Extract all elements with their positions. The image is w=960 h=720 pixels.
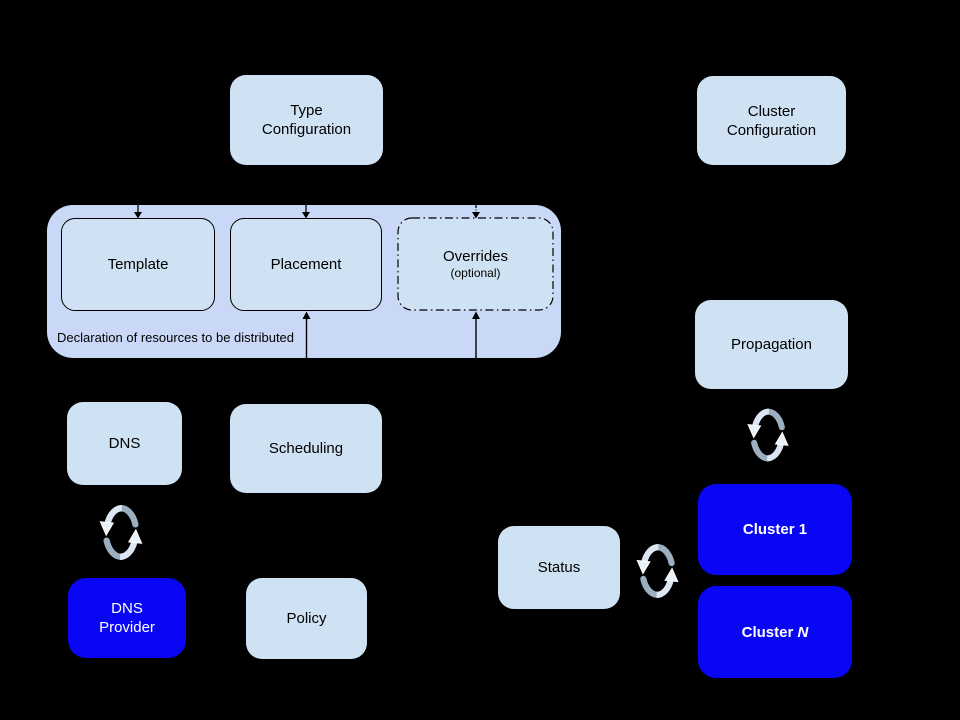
node-dns-provider-label: DNS Provider [99, 600, 155, 636]
node-template: Template [61, 218, 215, 311]
node-placement-label: Placement [270, 256, 342, 273]
node-cluster-1-label: Cluster 1 [742, 521, 808, 538]
sync-icon-propagation [742, 399, 794, 471]
node-type-configuration-label: Type Configuration [261, 102, 352, 138]
node-cluster-1: Cluster 1 [698, 484, 852, 575]
node-status: Status [498, 526, 620, 609]
node-propagation-label: Propagation [731, 336, 812, 353]
node-type-configuration: Type Configuration [230, 75, 383, 165]
node-template-label: Template [107, 256, 169, 273]
node-propagation: Propagation [695, 300, 848, 389]
node-policy: Policy [246, 578, 367, 659]
node-status-label: Status [537, 559, 581, 576]
node-scheduling-label: Scheduling [268, 440, 344, 457]
node-overrides-label: Overrides [442, 248, 509, 265]
node-scheduling: Scheduling [230, 404, 382, 493]
node-dns-label: DNS [108, 435, 141, 452]
node-overrides-sublabel: (optional) [450, 266, 501, 280]
node-policy-label: Policy [286, 610, 327, 627]
node-cluster-configuration: Cluster Configuration [697, 76, 846, 165]
sync-icon-status [631, 534, 684, 608]
node-cluster-configuration-label: Cluster Configuration [726, 102, 817, 139]
node-placement: Placement [230, 218, 382, 311]
node-dns-provider: DNS Provider [68, 578, 186, 658]
node-overrides: Overrides (optional) [398, 218, 553, 310]
sync-icon-dns [94, 495, 148, 570]
node-dns: DNS [67, 402, 182, 485]
node-cluster-n: Cluster N [698, 586, 852, 678]
container-note: Declaration of resources to be distribut… [57, 330, 295, 345]
node-cluster-n-label: Cluster N [741, 623, 809, 641]
cluster-n-italic: N [797, 623, 809, 641]
